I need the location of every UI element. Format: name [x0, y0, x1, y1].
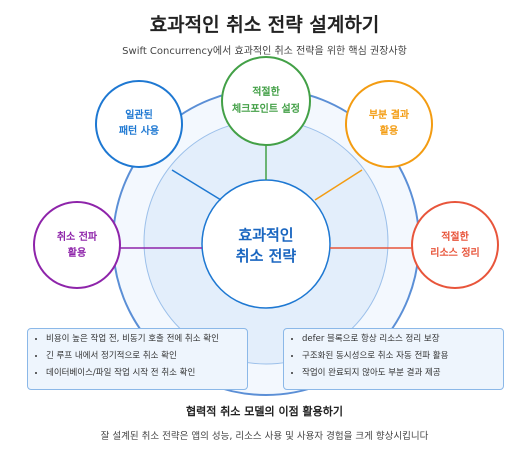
- connector-patterns: [171, 169, 222, 201]
- right-box-item: 작업이 완료되지 않아도 부분 결과 제공: [302, 368, 495, 379]
- node-partial-line2: 활용: [380, 124, 398, 137]
- node-cleanup-line2: 리소스 정리: [430, 246, 479, 259]
- connector-partial: [314, 169, 363, 201]
- footer-text: 잘 설계된 취소 전략은 앱의 성능, 리소스 사용 및 사용자 경험을 크게 …: [100, 431, 429, 442]
- node-partial-line1: 부분 결과: [369, 108, 410, 121]
- node-patterns: 일관된 패턴 사용: [95, 80, 183, 168]
- node-patterns-line1: 일관된: [125, 108, 153, 121]
- node-checkpoints-line1: 적절한: [252, 85, 280, 98]
- right-box-item: 구조화된 동시성으로 취소 자동 전파 활용: [302, 351, 495, 362]
- node-cleanup: 적절한 리소스 정리: [411, 201, 499, 289]
- left-box-item: 데이터베이스/파일 작업 시작 전 취소 확인: [46, 368, 239, 379]
- page-subtitle: Swift Concurrency에서 효과적인 취소 전략을 위한 핵심 권장…: [122, 46, 407, 57]
- left-box-item: 긴 루프 내에서 정기적으로 취소 확인: [46, 351, 239, 362]
- node-patterns-line2: 패턴 사용: [119, 124, 159, 137]
- node-propagation-line1: 취소 전파: [57, 230, 98, 243]
- footer-title: 협력적 취소 모델의 이점 활용하기: [186, 405, 343, 418]
- right-recommendations-box: defer 블록으로 항상 리소스 정리 보장 구조화된 동시성으로 취소 자동…: [283, 328, 504, 390]
- center-label-line1: 효과적인: [238, 226, 293, 244]
- right-box-item: defer 블록으로 항상 리소스 정리 보장: [302, 334, 495, 345]
- node-checkpoints-line2: 체크포인트 설정: [232, 102, 300, 115]
- center-circle: [201, 179, 331, 309]
- node-propagation: 취소 전파 활용: [33, 201, 121, 289]
- node-cleanup-line1: 적절한: [441, 230, 469, 243]
- node-partial: 부분 결과 활용: [345, 80, 433, 168]
- node-propagation-line2: 활용: [68, 246, 86, 259]
- node-checkpoints: 적절한 체크포인트 설정: [221, 56, 311, 146]
- page-title: 효과적인 취소 전략 설계하기: [149, 14, 380, 36]
- left-recommendations-box: 비용이 높은 작업 전, 비동기 호출 전에 취소 확인 긴 루프 내에서 정기…: [27, 328, 248, 390]
- center-label-line2: 취소 전략: [236, 247, 297, 265]
- left-box-item: 비용이 높은 작업 전, 비동기 호출 전에 취소 확인: [46, 334, 239, 345]
